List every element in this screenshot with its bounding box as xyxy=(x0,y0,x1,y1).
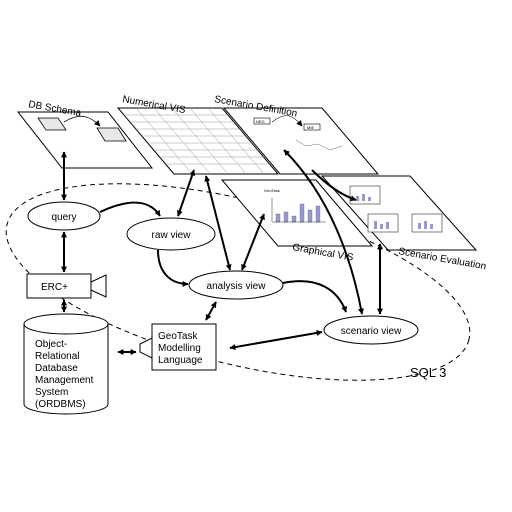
arrow-geotask-analysis xyxy=(205,301,217,321)
node-raw-view[interactable]: raw view xyxy=(126,217,216,251)
node-query-label: query xyxy=(51,212,76,223)
arrow-definition-evaluation xyxy=(311,169,357,202)
node-scenario-view-label: scenario view xyxy=(341,326,402,337)
ordbms-line-2: Relational xyxy=(35,351,79,362)
geotask-line-3: Language xyxy=(158,355,203,366)
ordbms-line-4: Management xyxy=(35,375,94,386)
arrow-query-raw xyxy=(99,201,161,217)
ordbms-line-5: System xyxy=(35,387,68,398)
arrow-raw-analysis xyxy=(157,249,189,287)
node-erc-plus[interactable]: ERC+ xyxy=(26,273,107,299)
arrow-raw-numerical xyxy=(176,169,196,217)
ordbms-line-1: Object- xyxy=(35,339,67,350)
arrow-analysis-numerical xyxy=(204,175,232,271)
node-raw-view-label: raw view xyxy=(152,230,192,241)
graphical-vis-chart-title: GeoTask xyxy=(264,188,280,193)
sheet-numerical-vis: Numerical VIS xyxy=(116,94,280,175)
node-analysis-view-label: analysis view xyxy=(207,281,267,292)
node-query[interactable]: query xyxy=(27,201,101,231)
scenario-def-box-1: NEG xyxy=(256,119,265,124)
arrow-scenario-definition xyxy=(283,149,364,315)
node-erc-plus-label: ERC+ xyxy=(41,282,68,293)
geotask-line-2: Modelling xyxy=(158,343,201,354)
ordbms-line-6: (ORDBMS) xyxy=(35,399,86,410)
node-ordbms[interactable]: Object- Relational Database Management S… xyxy=(23,313,109,415)
sheet-db-schema: DB Schema xyxy=(16,99,154,169)
node-scenario-view[interactable]: scenario view xyxy=(323,315,419,345)
scenario-def-box-2: MIE xyxy=(307,125,314,130)
node-analysis-view[interactable]: analysis view xyxy=(188,270,284,300)
sql3-region xyxy=(5,183,471,381)
node-geotask[interactable]: GeoTask Modelling Language xyxy=(139,323,217,371)
arrow-analysis-scenario xyxy=(282,280,347,313)
numerical-grid xyxy=(124,107,271,175)
arrow-analysis-graphical xyxy=(241,213,265,271)
sql3-label: SQL 3 xyxy=(410,365,446,380)
arrow-geotask-scenario xyxy=(229,329,323,351)
geotask-line-1: GeoTask xyxy=(158,331,198,342)
ordbms-line-3: Database xyxy=(35,363,78,374)
connectors xyxy=(61,149,383,355)
